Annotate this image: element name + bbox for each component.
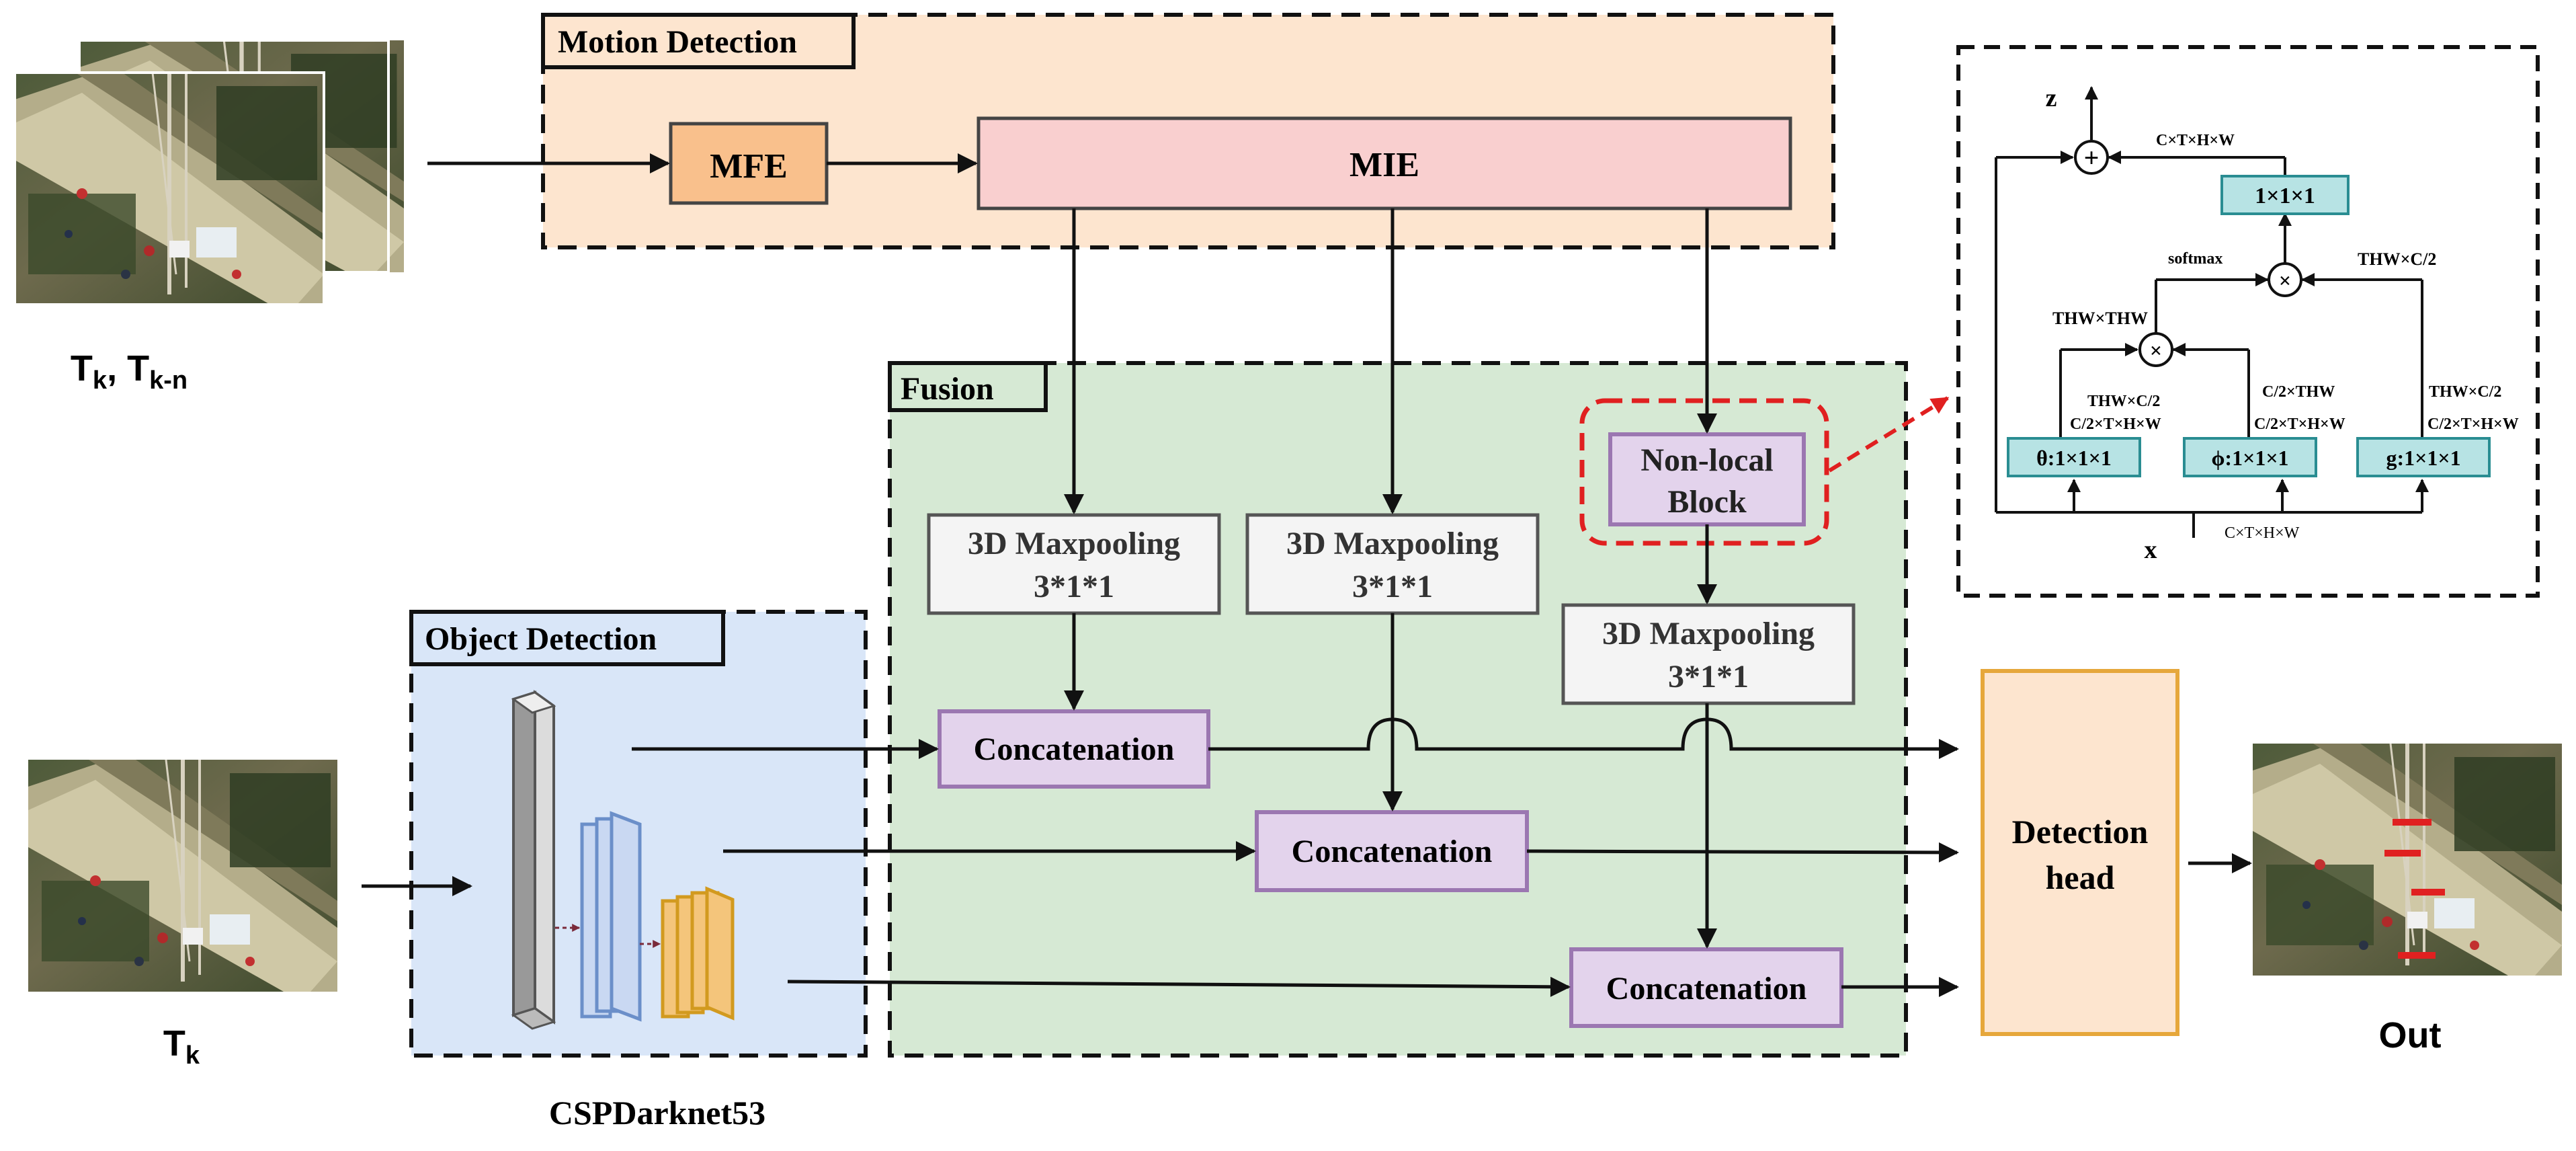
maxpool-b-line1: 3D Maxpooling — [1286, 526, 1499, 561]
phi-label: ϕ:1×1×1 — [2211, 446, 2288, 470]
conv-out-label: 1×1×1 — [2255, 184, 2315, 208]
concat-box-mid — [1255, 810, 1529, 892]
theta-dim1: THW×C/2 — [2087, 393, 2160, 410]
thw-thw-label: THW×THW — [2052, 309, 2148, 328]
g-dim1: THW×C/2 — [2429, 383, 2501, 401]
theta-box — [2007, 437, 2141, 477]
nonlocal-detail-panel — [1956, 45, 2540, 598]
multiply-node-left — [2138, 332, 2173, 367]
fusion-title-box — [888, 361, 1048, 412]
add-node — [2074, 140, 2109, 175]
backbone-layers — [511, 690, 735, 1030]
nonlocal-box — [1608, 432, 1806, 526]
object-detection-title-box — [409, 610, 725, 666]
object-detection-title: Object Detection — [425, 621, 657, 657]
concat-bot-label: Concatenation — [1606, 971, 1807, 1006]
input-frame-current — [28, 760, 337, 992]
fusion-title: Fusion — [901, 371, 994, 407]
detection-head-line2: head — [2046, 859, 2115, 896]
current-frame-label: Tk — [163, 1023, 200, 1070]
multiply-left-symbol: × — [2150, 338, 2162, 362]
multiply-node-top — [2268, 262, 2302, 297]
theta-label: θ:1×1×1 — [2036, 446, 2112, 470]
conv-out-box — [2220, 175, 2350, 215]
maxpool-box-b — [1245, 513, 1540, 615]
motion-detection-title-box — [541, 13, 856, 69]
maxpool-c-line2: 3*1*1 — [1668, 659, 1749, 694]
motion-detection-title: Motion Detection — [558, 24, 797, 60]
concat-box-bot — [1569, 947, 1843, 1028]
g-dim2: C/2×T×H×W — [2427, 415, 2519, 433]
connectors — [362, 153, 2252, 997]
detection-marks — [2384, 819, 2445, 959]
add-symbol: + — [2084, 143, 2100, 173]
input-frame-stack — [15, 40, 404, 305]
theta-dim2: C/2×T×H×W — [2070, 415, 2161, 433]
output-label: Out — [2379, 1015, 2442, 1056]
detection-head-box — [1981, 669, 2179, 1036]
softmax-label: softmax — [2168, 250, 2222, 268]
nonlocal-detail-graph — [1995, 86, 2429, 538]
concat-mid-label: Concatenation — [1292, 834, 1493, 869]
z-label: z — [2046, 84, 2057, 112]
thw-c2-right-label: THW×C/2 — [2358, 249, 2436, 269]
frames-label: Tk, Tk-n — [71, 348, 188, 395]
dim-bottom-label: C×T×H×W — [2225, 524, 2300, 542]
maxpool-box-c — [1561, 603, 1856, 705]
phi-dim1: C/2×THW — [2262, 383, 2335, 401]
maxpool-a-line1: 3D Maxpooling — [968, 526, 1180, 561]
nonlocal-line1: Non-local — [1640, 442, 1773, 478]
g-box — [2356, 437, 2491, 477]
nonlocal-line2: Block — [1667, 484, 1747, 520]
mie-box — [977, 116, 1792, 210]
maxpool-box-a — [927, 513, 1221, 615]
output-frame — [2253, 744, 2562, 976]
maxpool-c-line1: 3D Maxpooling — [1602, 616, 1815, 651]
nonlocal-highlight — [1579, 398, 1829, 546]
phi-dim2: C/2×T×H×W — [2254, 415, 2345, 433]
backbone-caption: CSPDarknet53 — [549, 1094, 765, 1132]
mfe-label: MFE — [710, 147, 788, 186]
phi-box — [2183, 437, 2317, 477]
g-label: g:1×1×1 — [2386, 446, 2460, 470]
dim-top-label: C×T×H×W — [2156, 132, 2235, 149]
multiply-top-symbol: × — [2279, 268, 2291, 292]
concat-top-label: Concatenation — [974, 731, 1175, 767]
mfe-box — [669, 122, 829, 205]
maxpool-a-line2: 3*1*1 — [1034, 569, 1114, 604]
x-label: x — [2145, 536, 2157, 564]
detection-head-line1: Detection — [2012, 813, 2149, 850]
detail-pointer — [1828, 396, 1950, 473]
concat-box-top — [938, 709, 1210, 789]
mie-label: MIE — [1349, 146, 1419, 184]
maxpool-b-line2: 3*1*1 — [1352, 569, 1433, 604]
